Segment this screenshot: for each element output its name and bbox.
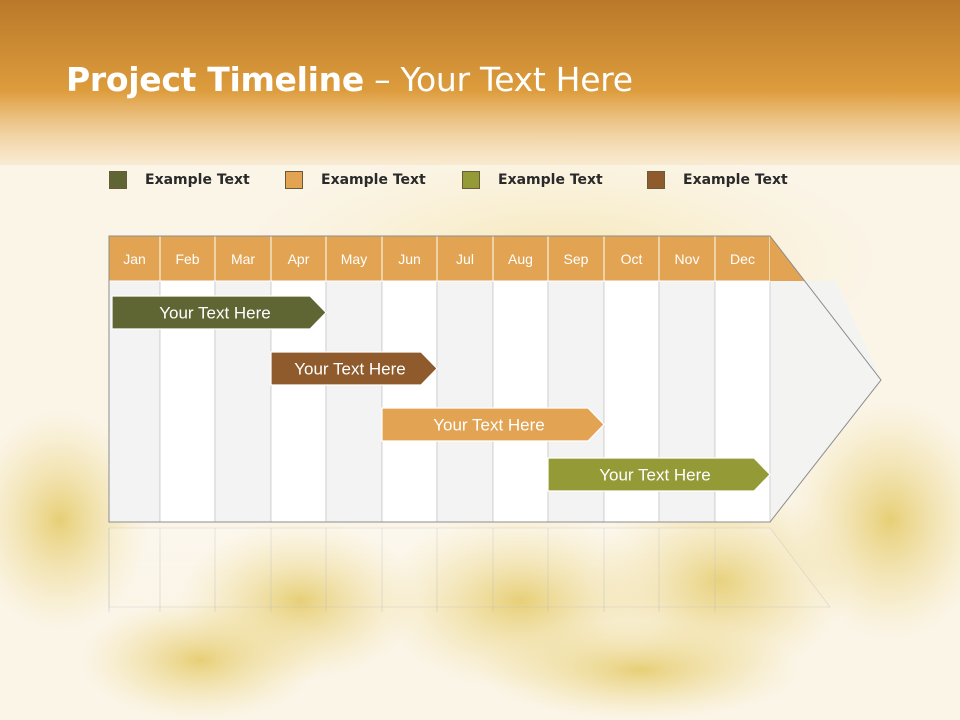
month-header-cell-may bbox=[325, 235, 383, 282]
month-column-may bbox=[325, 280, 383, 523]
task-bar-1 bbox=[111, 295, 327, 330]
legend-swatch-2 bbox=[285, 171, 303, 189]
legend-item-4: Example Text bbox=[647, 170, 788, 190]
title-bold: Project Timeline bbox=[66, 60, 364, 99]
legend-swatch-3 bbox=[462, 171, 480, 189]
title-rest: – Your Text Here bbox=[363, 60, 633, 99]
legend-label-4: Example Text bbox=[683, 172, 788, 188]
month-label-mar: Mar bbox=[231, 251, 255, 267]
month-column-jun bbox=[381, 280, 438, 523]
month-label-jan: Jan bbox=[123, 251, 146, 267]
task-bar-4 bbox=[547, 457, 771, 492]
legend-label-2: Example Text bbox=[321, 172, 426, 188]
legend-label-1: Example Text bbox=[145, 172, 250, 188]
month-header-cell-oct bbox=[603, 235, 660, 282]
month-label-aug: Aug bbox=[508, 251, 533, 267]
month-label-feb: Feb bbox=[175, 251, 199, 267]
month-header-cell-jul bbox=[436, 235, 494, 282]
task-label-3: Your Text Here bbox=[433, 416, 545, 435]
month-header-cell-feb bbox=[159, 235, 216, 282]
legend-item-3: Example Text bbox=[462, 170, 603, 190]
legend-item-2: Example Text bbox=[285, 170, 426, 190]
task-label-1: Your Text Here bbox=[159, 304, 271, 323]
month-label-nov: Nov bbox=[675, 251, 700, 267]
month-label-may: May bbox=[341, 251, 367, 267]
legend-item-1: Example Text bbox=[109, 170, 250, 190]
month-label-oct: Oct bbox=[621, 251, 643, 267]
month-label-jul: Jul bbox=[456, 251, 474, 267]
timeline-reflection bbox=[108, 527, 831, 612]
month-header-cell-mar bbox=[214, 235, 272, 282]
arrow-tip-fill bbox=[770, 281, 881, 522]
timeline-arrow-outline bbox=[108, 235, 882, 523]
month-label-jun: Jun bbox=[398, 251, 421, 267]
month-header-cell-apr bbox=[270, 235, 327, 282]
task-bar-2 bbox=[270, 351, 438, 386]
month-label-dec: Dec bbox=[730, 251, 755, 267]
month-header-cell-jun bbox=[381, 235, 438, 282]
task-bar-3 bbox=[381, 407, 605, 442]
task-label-2: Your Text Here bbox=[294, 360, 406, 379]
legend-label-3: Example Text bbox=[498, 172, 603, 188]
page-title: Project Timeline – Your Text Here bbox=[66, 60, 633, 99]
legend-swatch-4 bbox=[647, 171, 665, 189]
task-label-4: Your Text Here bbox=[599, 466, 711, 485]
month-label-sep: Sep bbox=[564, 251, 589, 267]
legend-swatch-1 bbox=[109, 171, 127, 189]
month-header: Jan Feb Mar Apr May Jun Jul Aug Sep Oct Nov Dec bbox=[108, 235, 805, 282]
month-column-jul bbox=[436, 280, 494, 523]
month-column-aug bbox=[492, 280, 549, 523]
reflection-shape bbox=[108, 527, 831, 608]
month-label-apr: Apr bbox=[288, 251, 310, 267]
